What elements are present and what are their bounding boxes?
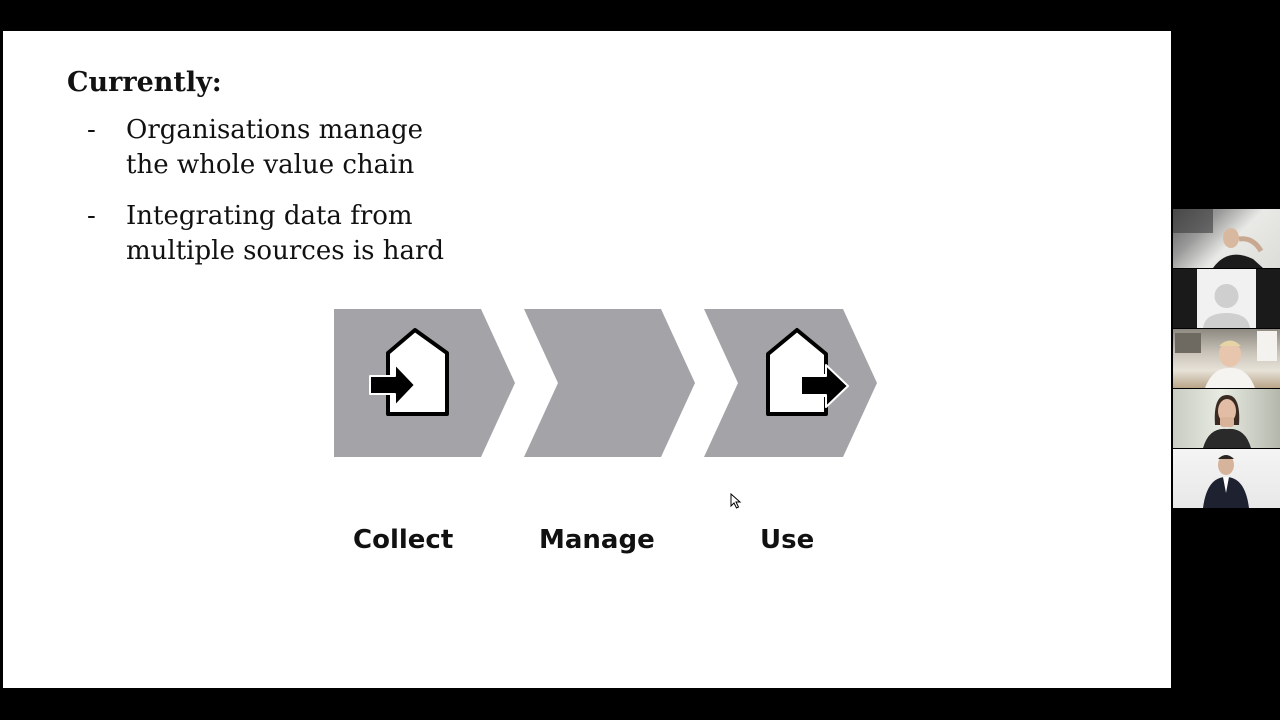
participant-person-icon [1203,455,1249,508]
participant-video-strip [1173,209,1280,509]
bullet-marker: - [87,201,96,231]
participant-avatar-tile[interactable] [1173,269,1280,328]
chevron-manage [524,309,695,457]
bullet-text: Organisations manage the whole value cha… [126,115,423,180]
bullet-marker: - [87,115,96,145]
value-chain-diagram [334,309,877,457]
mouse-cursor-icon [730,493,742,509]
participant-video-tile[interactable] [1173,209,1280,268]
participant-video-tile[interactable] [1173,329,1280,388]
stage-label-use: Use [760,525,815,555]
slide-heading: Currently: [67,67,222,98]
bullet-text: Integrating data from multiple sources i… [126,201,445,266]
bullet-item: - Integrating data from multiple sources… [87,199,447,269]
participant-person-icon [1203,395,1251,448]
stage-label-collect: Collect [353,525,454,555]
participant-person-icon [1175,331,1277,388]
presentation-slide: Currently: - Organisations manage the wh… [3,31,1171,688]
house-exit-icon [766,328,849,416]
default-avatar-icon [1203,284,1250,328]
house-enter-icon [369,328,449,416]
bullet-item: - Organisations manage the whole value c… [87,113,447,183]
participant-video-tile[interactable] [1173,389,1280,448]
participant-video-tile[interactable] [1173,449,1280,508]
bullet-list: - Organisations manage the whole value c… [87,113,447,285]
participant-person-icon [1173,209,1264,268]
stage-label-manage: Manage [539,525,655,555]
